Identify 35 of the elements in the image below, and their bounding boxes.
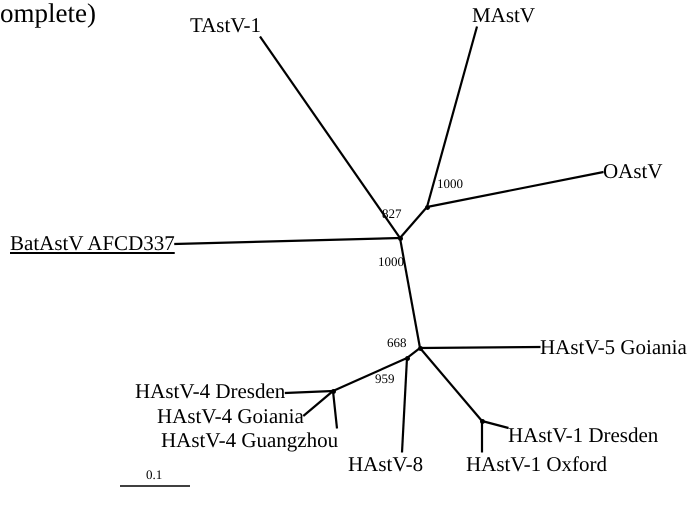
bootstrap-value: 668 [387,336,406,349]
taxon-label: BatAstV AFCD337 [10,231,175,255]
tree-branch [284,390,334,394]
taxon-label: HAstV-1 Oxford [466,452,607,476]
taxon-label: HAstV-8 [348,452,424,476]
taxon-label: HAstV-4 Goiania [157,404,304,428]
tree-branch [302,390,334,417]
bootstrap-value: 1000 [437,177,463,190]
bootstrap-value: 959 [375,372,394,385]
tree-branch [400,358,408,453]
tree-branch [426,26,478,208]
taxon-label: HAstV-1 Dresden [508,423,658,447]
tree-branch [259,36,401,239]
branch-point [398,236,402,240]
taxon-label: HAstV-4 Dresden [135,379,286,403]
taxon-label: HAstV-4 Guangzhou [161,428,338,452]
taxon-label: HAstV-5 Goiania [540,335,687,359]
branch-point [480,418,484,424]
tree-branch [399,206,428,239]
scale-label: 0.1 [146,468,162,481]
tree-branch [332,357,408,392]
tree-branch [480,421,484,452]
tree-branch [419,347,483,422]
taxon-label: MAstV [472,3,536,27]
taxon-label: TAstV-1 [190,13,262,37]
taxon-label: OAstV [603,159,663,183]
tree-branch [406,347,421,359]
tree-branch [420,346,540,350]
branch-point [404,356,410,360]
branch-point [424,204,430,210]
title: omplete) [0,0,96,26]
bootstrap-value: 1000 [378,255,404,268]
branch-point [330,388,336,394]
branch-point [418,346,422,350]
tree-branch [174,236,400,246]
